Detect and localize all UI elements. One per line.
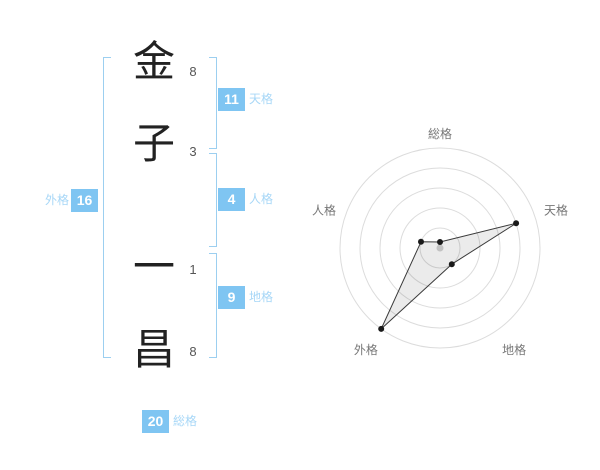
name-character-2: 子: [132, 120, 175, 167]
tenkaku-value-badge: 11: [218, 88, 245, 111]
stroke-count-3: 1: [189, 262, 197, 277]
tenkaku-bracket: [209, 57, 217, 149]
tenkaku-label: 天格: [249, 92, 274, 106]
name-character-4: 昌: [132, 326, 175, 373]
name-character-1: 金: [132, 38, 175, 85]
gaikaku-value-badge: 16: [71, 189, 98, 212]
radar-axis-label: 総格: [428, 126, 452, 141]
gaikaku-label: 外格: [44, 193, 69, 207]
soukaku-value-badge: 20: [142, 410, 169, 433]
jinkaku-label: 人格: [249, 192, 274, 206]
chikaku-bracket: [209, 253, 217, 358]
gaikaku-bracket: [103, 57, 111, 358]
stroke-count-4: 8: [189, 344, 197, 359]
radar-axis-label: 天格: [544, 202, 568, 217]
chikaku-label: 地格: [249, 290, 274, 304]
chikaku-value-badge: 9: [218, 286, 245, 309]
radar-axis-label: 人格: [312, 202, 336, 217]
stroke-count-2: 3: [189, 144, 197, 159]
stroke-count-1: 8: [189, 64, 197, 79]
radar-axis-label: 外格: [354, 342, 378, 357]
name-character-3: 一: [132, 243, 175, 290]
jinkaku-bracket: [209, 153, 217, 247]
soukaku-label: 総格: [173, 414, 198, 428]
jinkaku-value-badge: 4: [218, 188, 245, 211]
radar-axis-label: 地格: [502, 342, 526, 357]
